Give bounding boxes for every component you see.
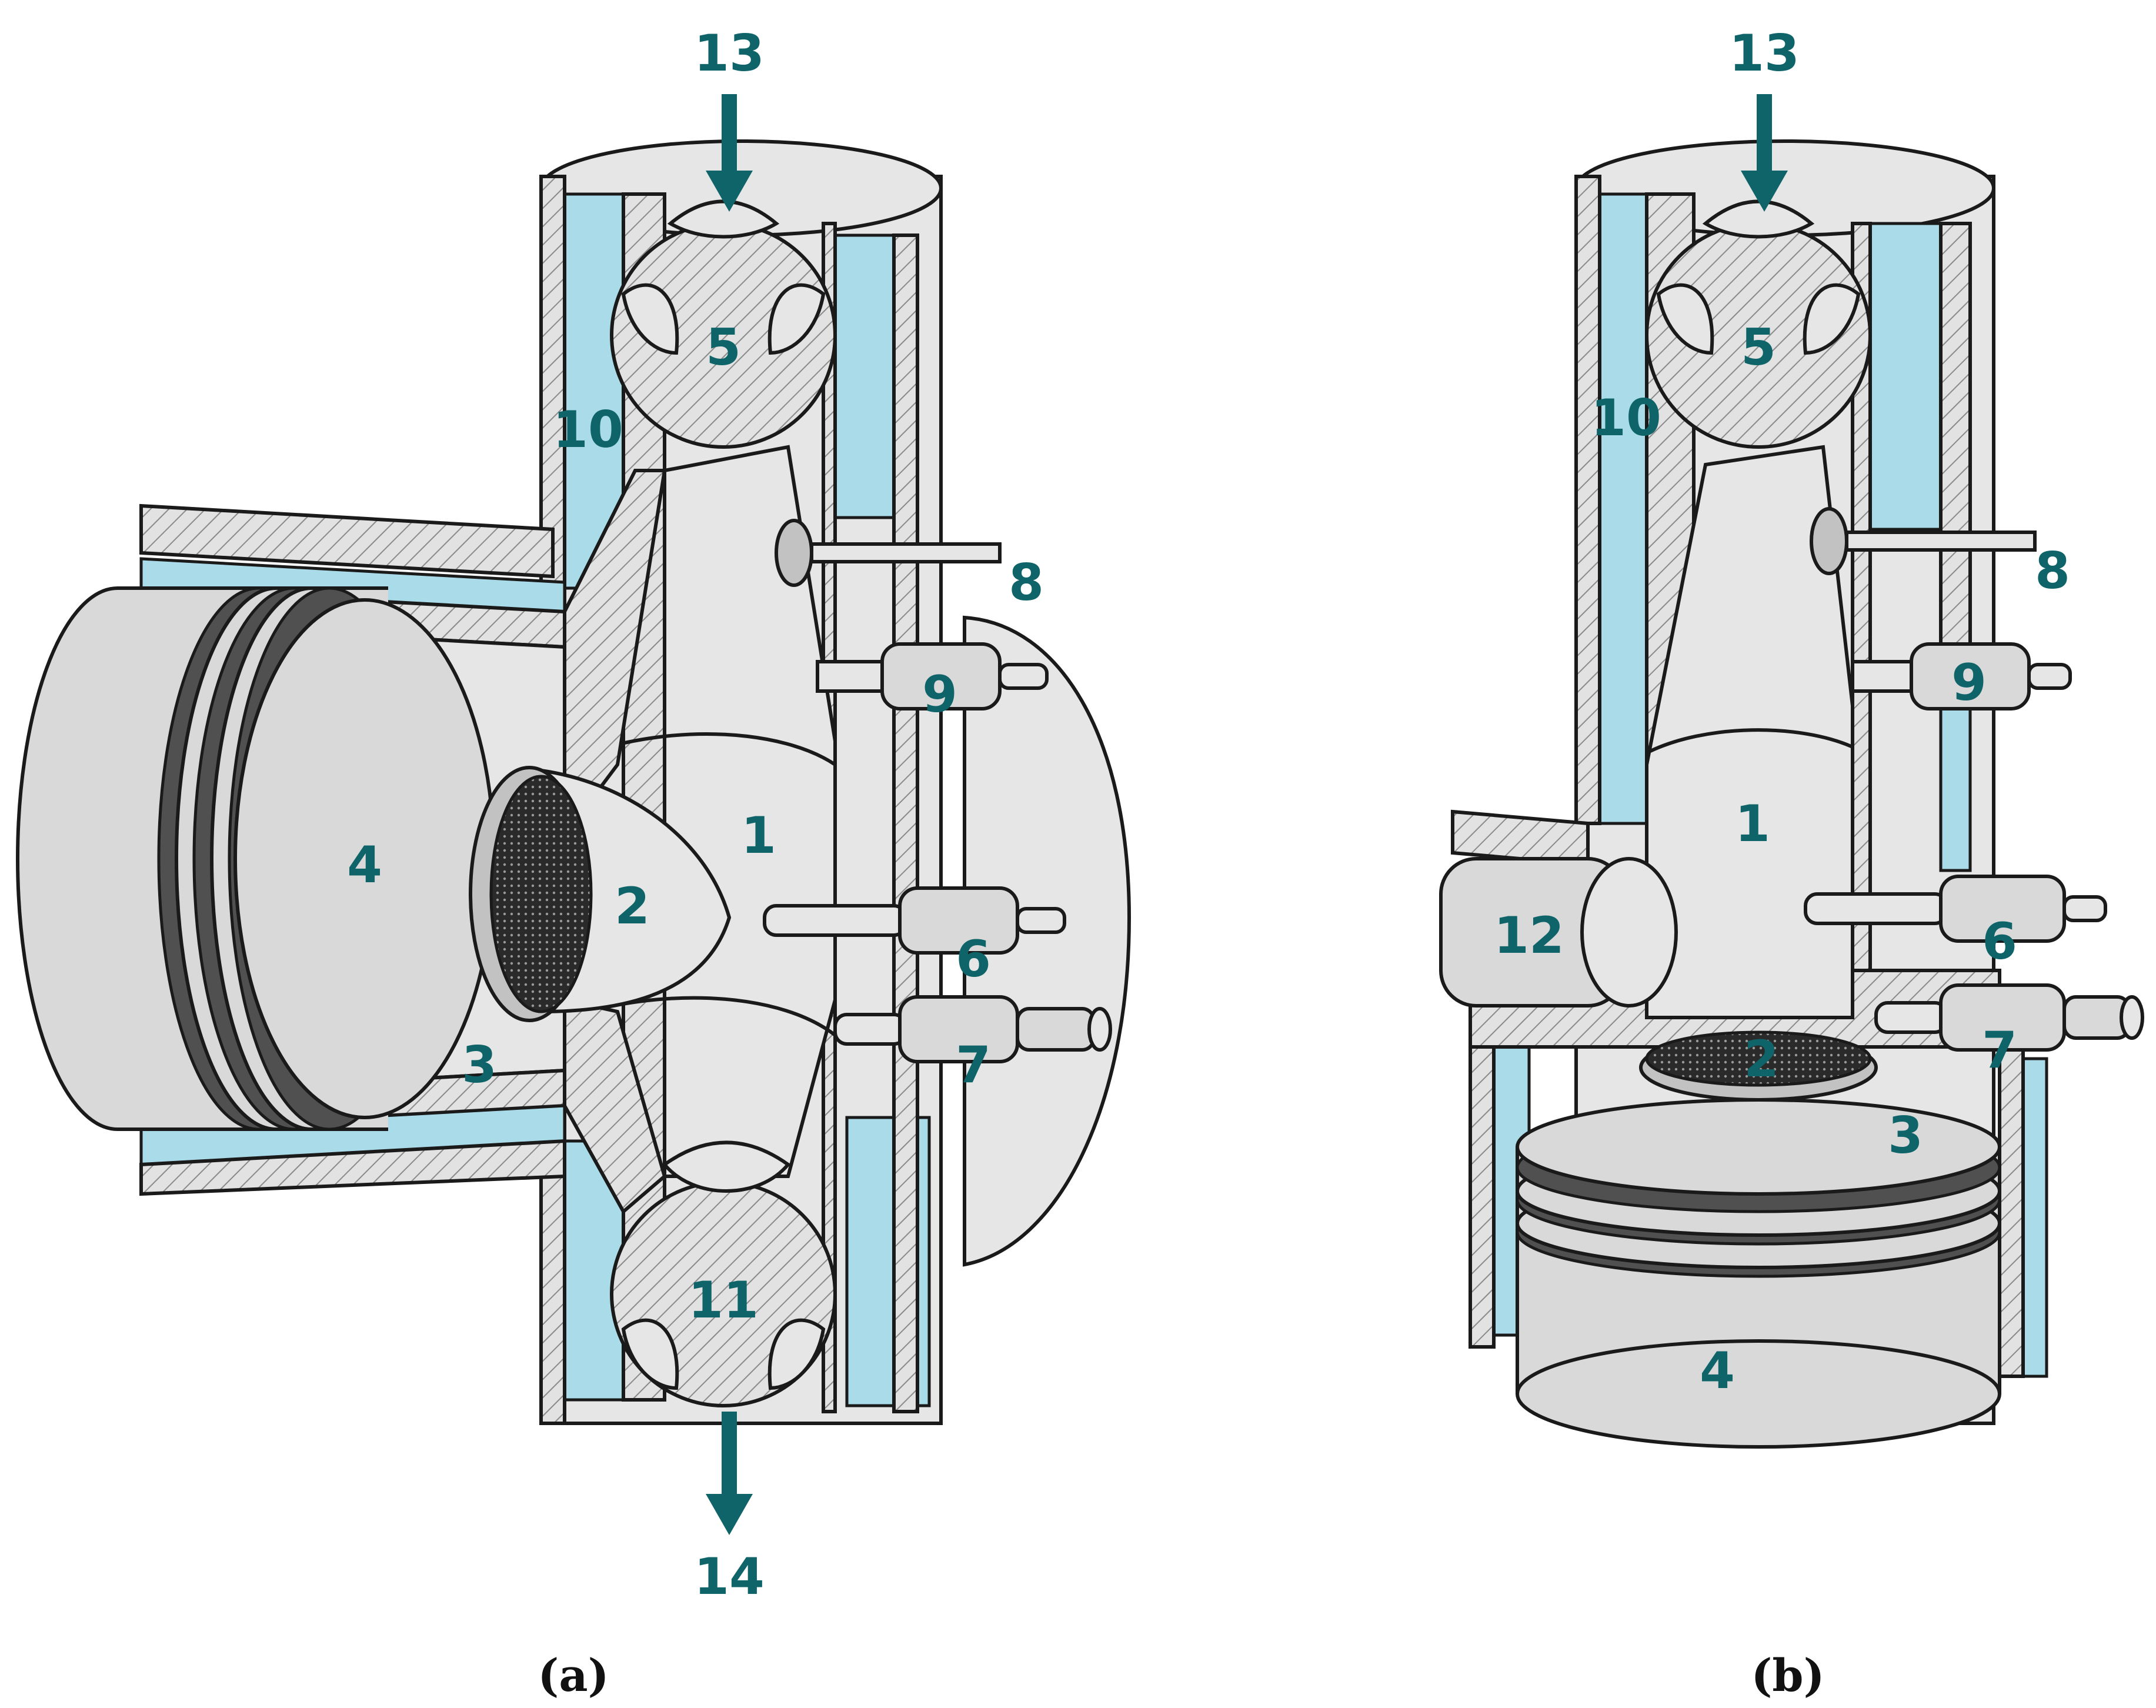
intake-valve-port-b-left [1656,283,1714,355]
label-a-13: 13 [694,24,765,83]
label-a-14: 14 [694,1547,765,1606]
label-b-4: 4 [1700,1342,1735,1400]
wall-b-lower-right [1998,1045,2025,1378]
tube-7-a-end [1087,1007,1112,1052]
plug-6-a-tip [1016,907,1066,934]
piston-b-crown [1516,1098,2001,1196]
caption-b: (b) [1751,1649,1824,1702]
side-cylinder-12-face [1580,857,1678,1008]
label-a-7: 7 [956,1036,991,1095]
tube-7-a-pipe [1016,1007,1096,1052]
label-b-13: 13 [1729,24,1800,83]
plug-6-b-stem [1804,892,1948,925]
coolant-b-right-mid [1939,704,1972,872]
label-a-6: 6 [956,930,991,989]
label-a-2: 2 [615,877,650,936]
label-b-3: 3 [1888,1106,1923,1165]
side-flange-b [1451,809,1590,867]
intake-arrow-b [1741,94,1788,212]
intake-valve-port-a-top [667,199,780,239]
exhaust-valve-port-a-right [767,1318,826,1390]
plug-6-b-tip [2062,895,2107,922]
tube-7-a-stem [833,1013,907,1046]
tube-7-b-end [2120,995,2144,1040]
intake-valve-port-b-right [1803,283,1861,355]
label-b-2: 2 [1744,1030,1779,1089]
chamber-a-upper-lens [588,732,836,766]
label-a-8: 8 [1009,553,1044,612]
injector-9-a-tip [998,663,1049,690]
intake-valve-port-a-right [767,283,826,355]
coolant-b-left-upper [1598,192,1648,825]
head-wedge-a-lower [563,998,667,1215]
chamber-b-lens [1646,728,1854,755]
caption-a: (a) [538,1649,609,1702]
regenerator-a-cone [539,768,732,1014]
housing-back-disc [963,615,1132,1267]
wall-b-left [1574,175,1601,825]
wall-b-outer-right [1939,222,1972,708]
panel-b: 13 5 10 8 9 1 12 6 7 2 3 4 (b) [1439,24,2144,1702]
chamber-b [1645,445,1854,1019]
label-b-6: 6 [1982,912,2017,971]
injector-9-b-tip [2027,663,2072,690]
cylinder-housing-bottom-plate [139,1139,566,1196]
coolant-b-right-upper [1868,222,1943,531]
sensor-8-a-head [775,519,813,587]
intake-valve-port-b-top [1702,199,1815,239]
regenerator-a-mesh [489,775,593,1013]
label-a-10: 10 [553,401,623,459]
label-b-5: 5 [1741,318,1776,377]
cylinder-housing-top-plate [139,503,555,579]
intake-arrow-a [706,94,753,212]
intake-valve-port-a-left [621,283,679,355]
label-a-1: 1 [741,806,776,865]
label-b-12: 12 [1494,906,1564,965]
sensor-8-b-stem [1845,531,2037,552]
panel-a: 13 5 10 8 9 1 4 2 6 7 3 11 14 (a) [16,24,1132,1702]
exhaust-valve-port-a-top [662,1140,791,1193]
injector-9-b-stem [1851,660,1919,693]
tube-7-b-pipe [2062,995,2131,1040]
piston-b-bottom [1516,1339,2001,1449]
tube-7-b-stem [1874,1001,1948,1034]
coolant-jacket-right-upper [827,233,896,519]
exhaust-valve-port-a-left [621,1318,679,1390]
coolant-b-right-lower [2021,1057,2048,1378]
label-a-9: 9 [922,665,957,724]
regenerator-b-mesh [1645,1030,1872,1087]
label-b-1: 1 [1735,795,1770,853]
exhaust-arrow-a [706,1412,753,1535]
label-a-3: 3 [462,1036,497,1095]
label-a-5: 5 [706,318,741,377]
head-outer-right [892,233,919,1413]
plug-6-a-stem [763,904,907,937]
label-a-4: 4 [347,836,382,895]
label-b-10: 10 [1591,389,1661,448]
sensor-8-b-head [1810,507,1848,575]
label-b-9: 9 [1951,653,1987,712]
label-b-7: 7 [1982,1021,2017,1080]
sensor-8-a-stem [810,542,1002,563]
label-b-8: 8 [2035,542,2070,601]
label-a-11: 11 [688,1271,759,1330]
